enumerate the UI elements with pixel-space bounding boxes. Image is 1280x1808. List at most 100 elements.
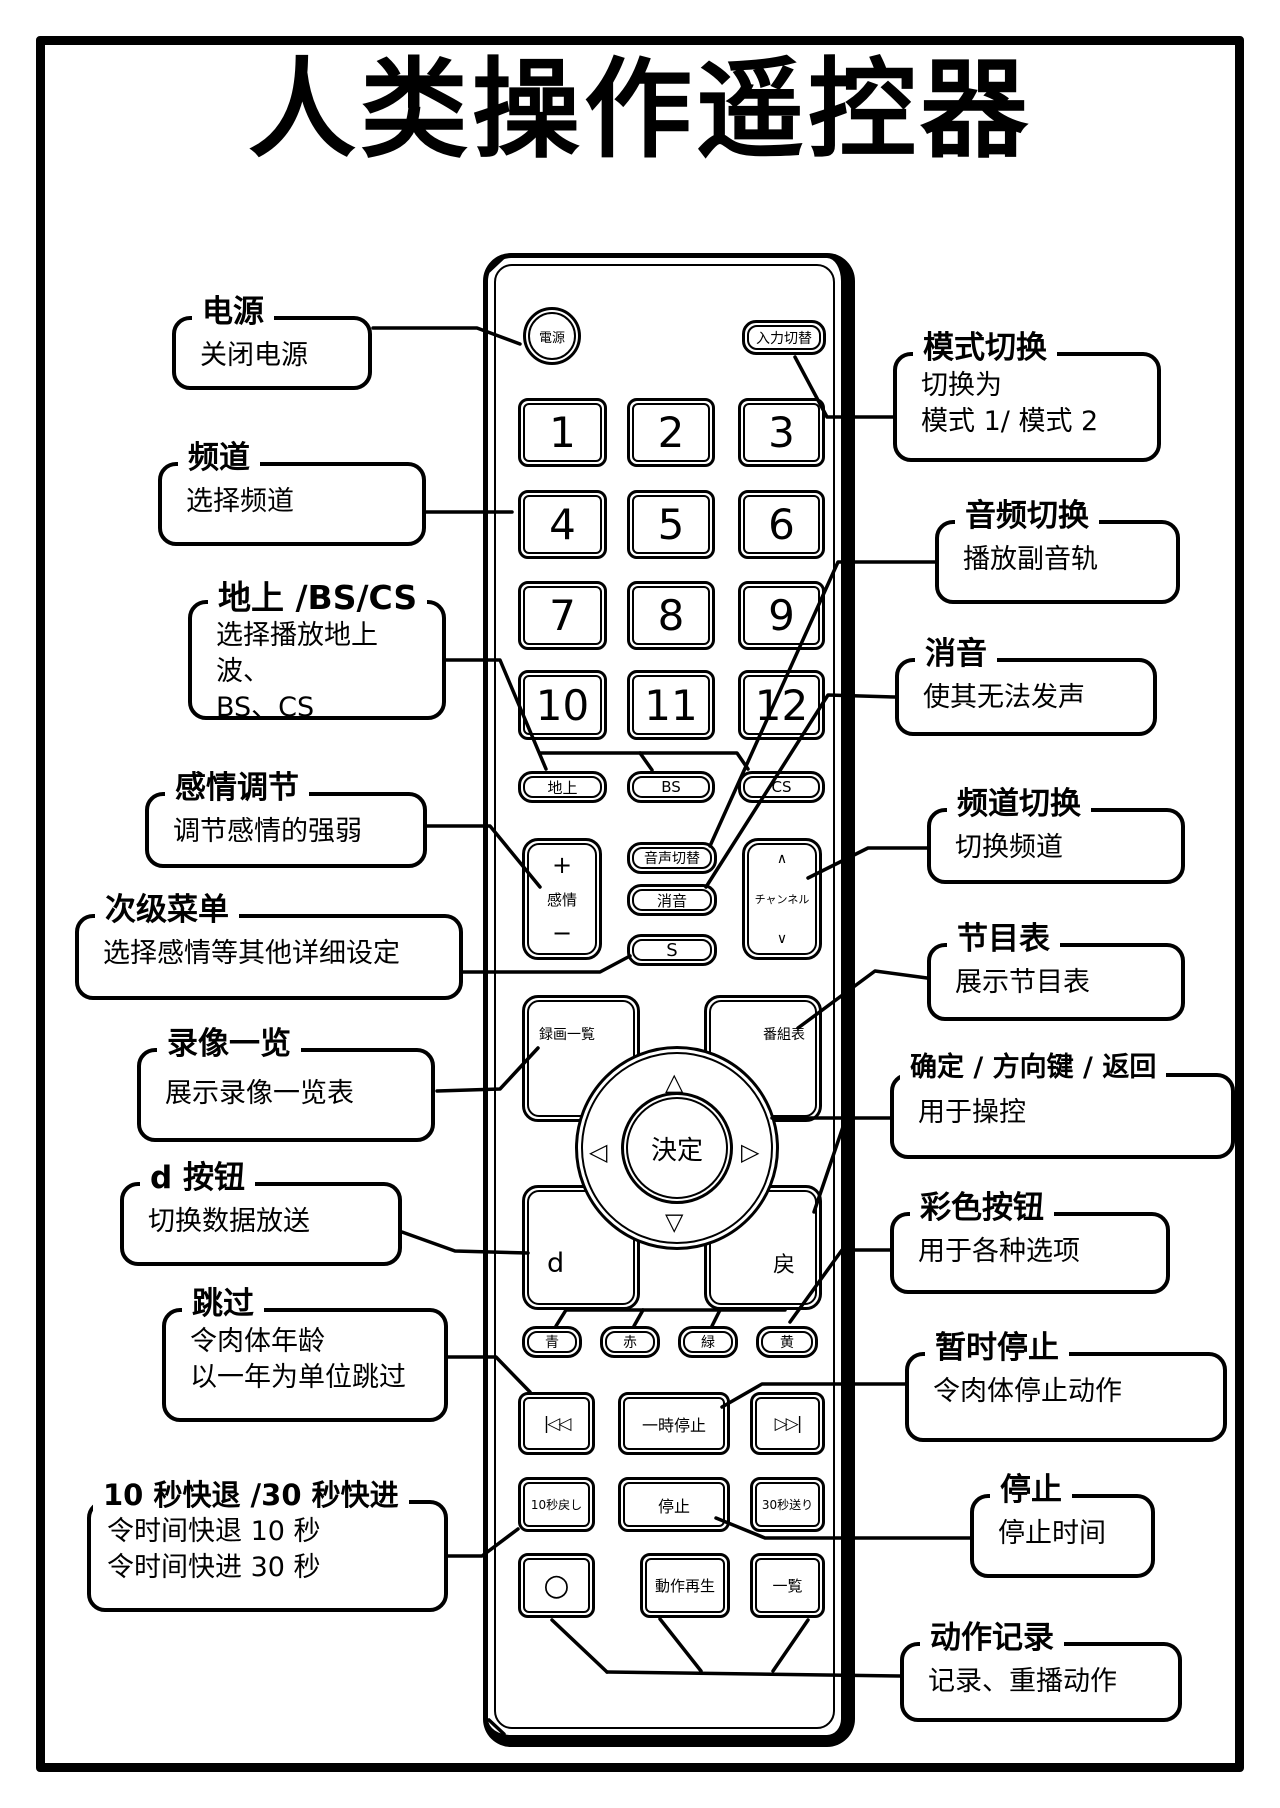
number-button-10[interactable]: 10 [518,670,607,740]
callout-color-buttons: 彩色按钮 用于各种选项 [890,1190,1170,1294]
skip-back-button[interactable]: |◁◁ [518,1392,595,1455]
callout-pause-desc: 令肉体停止动作 [933,1376,1122,1407]
callout-rec-list-desc: 展示录像一览表 [165,1078,354,1109]
number-button-1[interactable]: 1 [518,398,607,467]
callout-seek-title: 10 秒快退 /30 秒快进 [93,1478,409,1513]
stop-button[interactable]: 停止 [618,1477,730,1532]
callout-d-button-desc: 切换数据放送 [148,1206,310,1237]
num-label: 6 [768,500,795,549]
mute-button[interactable]: 消音 [627,884,717,916]
blue-button[interactable]: 青 [522,1326,582,1358]
callout-guide: 节目表 展示节目表 [927,921,1185,1021]
callout-color-buttons-title: 彩色按钮 [910,1190,1054,1227]
rec-list-label: 録画一覧 [539,1027,595,1043]
callout-guide-title: 节目表 [947,921,1060,958]
skip-back-icon: |◁◁ [543,1413,572,1434]
callout-submenu-desc: 选择感情等其他详细设定 [103,938,400,969]
dpad-right-icon[interactable]: ▷ [741,1138,760,1166]
num-label: 3 [768,408,795,457]
channel-up-icon: ∧ [776,851,788,867]
dpad-up-icon[interactable]: △ [665,1068,684,1096]
red-button[interactable]: 赤 [600,1326,660,1358]
callout-mode-switch-desc-1: 切换为 [921,370,1002,401]
dpad-down-icon[interactable]: ▽ [665,1208,684,1236]
cs-button[interactable]: CS [738,771,825,803]
callout-ok-nav-title: 确定 / 方向键 / 返回 [900,1052,1167,1084]
program-guide-label: 番組表 [763,1027,805,1043]
skip-forward-icon: ▷▷| [774,1413,803,1434]
callout-mode-switch: 模式切换 切换为 模式 1/ 模式 2 [893,330,1161,462]
pause-button[interactable]: 一時停止 [618,1392,730,1455]
yellow-button[interactable]: 黄 [756,1326,818,1358]
callout-audio-switch: 音频切换 播放副音轨 [935,498,1180,604]
input-switch-button[interactable]: 入力切替 [742,320,826,355]
s-button[interactable]: S [627,934,717,966]
dpad-left-icon[interactable]: ◁ [589,1138,608,1166]
callout-channel-numbers-title: 频道 [178,440,260,477]
record-button[interactable]: ○ [518,1553,595,1618]
emotion-rocker[interactable]: + 感情 − [522,838,602,960]
callout-channel-numbers-desc: 选择频道 [186,486,294,517]
number-button-2[interactable]: 2 [627,398,715,467]
s-label: S [666,939,678,961]
callout-emotion: 感情调节 调节感情的强弱 [145,770,427,868]
d-label: d [547,1248,565,1279]
callout-mode-switch-title: 模式切换 [913,330,1057,367]
number-button-4[interactable]: 4 [518,490,607,559]
channel-down-icon: ∨ [776,931,788,947]
terrestrial-button[interactable]: 地上 [518,771,607,803]
rewind-10s-button[interactable]: 10秒戻し [518,1477,595,1532]
number-button-6[interactable]: 6 [738,490,825,559]
input-switch-label: 入力切替 [756,330,812,347]
callout-guide-desc: 展示节目表 [955,967,1090,998]
callout-power-title: 电源 [192,294,274,331]
band-label: BS [661,778,681,796]
number-button-5[interactable]: 5 [627,490,715,559]
motion-play-button[interactable]: 動作再生 [640,1553,730,1618]
page-title: 人类操作遥控器 [247,48,1032,173]
skip-forward-button[interactable]: ▷▷| [750,1392,825,1455]
callout-pause: 暂时停止 令肉体停止动作 [905,1330,1227,1442]
list-button[interactable]: 一覧 [750,1553,825,1618]
callout-channel-switch: 频道切换 切换频道 [927,786,1185,884]
green-button[interactable]: 緑 [678,1326,738,1358]
emotion-label: 感情 [546,890,577,909]
forward-30s-label: 30秒送り [761,1498,814,1512]
number-button-9[interactable]: 9 [738,581,825,650]
stop-label: 停止 [657,1496,690,1516]
number-button-12[interactable]: 12 [738,670,825,740]
green-label: 緑 [701,1335,715,1351]
callout-d-button-title: d 按钮 [140,1160,255,1197]
callout-mute: 消音 使其无法发声 [895,636,1157,736]
number-button-11[interactable]: 11 [627,670,715,740]
callout-skip-desc-2: 以一年为单位跳过 [190,1362,406,1394]
callout-rec-list-title: 录像一览 [157,1026,301,1063]
callout-skip: 跳过 令肉体年龄 以一年为单位跳过 [162,1286,448,1422]
callout-audio-switch-desc: 播放副音轨 [963,544,1098,575]
number-button-7[interactable]: 7 [518,581,607,650]
num-label: 10 [535,680,590,730]
callout-band-desc-1: 选择播放地上波、 [216,620,378,688]
channel-rocker[interactable]: ∧ チャンネル ∨ [742,838,822,960]
callout-motion-record-desc: 记录、重播动作 [928,1666,1117,1697]
power-button[interactable]: 電源 [523,307,581,365]
callout-skip-title: 跳过 [182,1286,264,1323]
bs-button[interactable]: BS [627,771,715,803]
callout-emotion-title: 感情调节 [165,770,309,807]
callout-band: 地上 /BS/CS 选择播放地上波、 BS、CS [188,579,446,723]
record-circle-icon: ○ [543,1568,570,1603]
num-label: 2 [657,408,685,457]
audio-switch-button[interactable]: 音声切替 [627,842,717,874]
band-label: 地上 [547,778,578,797]
callout-stop-desc: 停止时间 [998,1518,1106,1549]
forward-30s-button[interactable]: 30秒送り [750,1477,825,1532]
mute-label: 消音 [656,891,687,910]
callout-power-desc: 关闭电源 [200,340,308,371]
ok-button[interactable]: 決定 [621,1092,733,1204]
rewind-10s-label: 10秒戻し [530,1498,583,1512]
number-button-8[interactable]: 8 [627,581,715,650]
emotion-minus-label: − [551,919,573,947]
number-button-3[interactable]: 3 [738,398,825,467]
callout-seek-desc-2: 令时间快进 30 秒 [107,1552,321,1584]
